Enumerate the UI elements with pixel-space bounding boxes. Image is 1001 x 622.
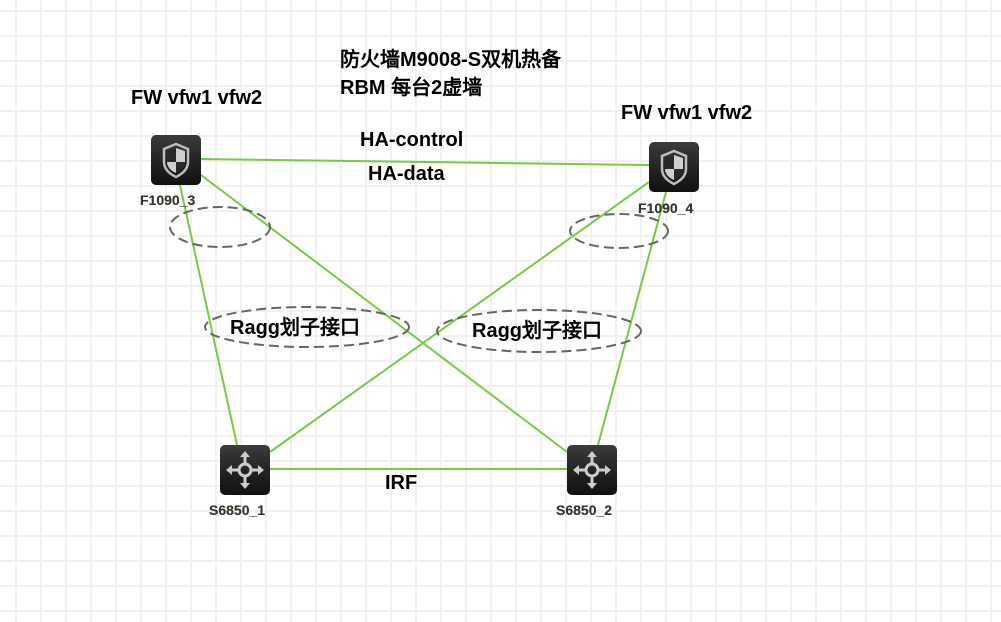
switch-arrows-icon <box>226 451 264 489</box>
ragg-ellipse-right[interactable] <box>436 309 642 353</box>
device-label-s6850-2: S6850_2 <box>556 502 613 518</box>
diagram-title: 防火墙M9008-S双机热备 RBM 每台2虚墙 <box>340 46 561 102</box>
irf-label: IRF <box>385 472 418 494</box>
ha-data-label: HA-data <box>368 163 445 185</box>
firewall-shield-icon <box>162 142 190 179</box>
fw-annotation-left: FW vfw1 vfw2 <box>131 87 263 109</box>
device-s6850-2[interactable] <box>567 445 617 495</box>
title-line-1: 防火墙M9008-S双机热备 <box>340 49 562 71</box>
link-f1090-3-to-s6850-1[interactable] <box>179 184 238 446</box>
ha-control-label: HA-control <box>360 129 464 151</box>
ragg-ellipse-left[interactable] <box>204 306 410 348</box>
device-f1090-3[interactable] <box>151 135 201 185</box>
aggregation-ellipse-f1090-3[interactable] <box>169 206 271 248</box>
ragg-label-left: Ragg划子接口 <box>230 317 360 339</box>
device-s6850-1[interactable] <box>220 445 270 495</box>
link-f1090-3-to-f1090-4[interactable] <box>200 158 650 166</box>
device-label-f1090-3: F1090_3 <box>140 192 196 208</box>
link-f1090-4-to-s6850-2[interactable] <box>597 191 667 446</box>
switch-arrows-icon <box>573 451 611 489</box>
firewall-shield-icon <box>660 149 688 186</box>
ellipses-layer <box>169 206 669 353</box>
fw-annotation-right: FW vfw1 vfw2 <box>621 102 753 124</box>
device-label-s6850-1: S6850_1 <box>209 502 266 518</box>
title-line-2: RBM 每台2虚墙 <box>340 77 483 99</box>
device-f1090-4[interactable] <box>649 142 699 192</box>
device-label-f1090-4: F1090_4 <box>638 200 694 216</box>
aggregation-ellipse-f1090-4[interactable] <box>569 213 669 249</box>
ragg-label-right: Ragg划子接口 <box>472 320 602 342</box>
